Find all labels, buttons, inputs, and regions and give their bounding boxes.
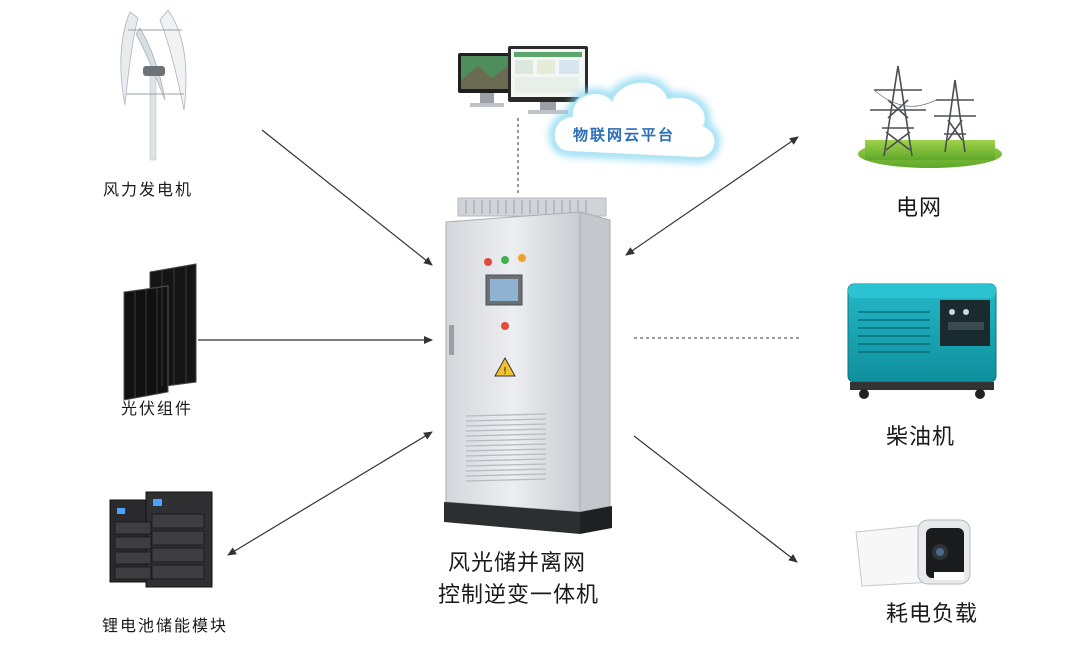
- arrow-battery-center: [227, 431, 433, 556]
- wind-turbine-icon: [120, 9, 187, 161]
- camera-load-icon: [855, 519, 971, 587]
- diesel-generator-icon: [847, 283, 997, 399]
- arrow-center-to-load: [633, 435, 798, 563]
- solar-panel-icon: [123, 263, 197, 401]
- inverter-title-line1: 风光储并离网: [448, 551, 587, 576]
- monitor-screens-icon: [458, 46, 588, 114]
- wind-turbine-label: 风力发电机: [103, 180, 194, 199]
- diesel-generator-label: 柴油机: [886, 425, 956, 450]
- power-tower-icon: [858, 65, 1002, 168]
- connection-lines: [198, 118, 800, 563]
- arrow-grid-center: [625, 136, 799, 256]
- inverter-title: 风光储并离网 控制逆变一体机: [438, 548, 628, 612]
- inverter-cabinet-icon: !: [444, 197, 612, 534]
- load-label: 耗电负载: [886, 602, 979, 627]
- solar-panel-label: 光伏组件: [121, 399, 194, 418]
- svg-text:!: !: [503, 366, 507, 377]
- cloud-icon: [549, 77, 720, 163]
- arrow-wind-to-center: [261, 129, 433, 266]
- cloud-platform-label: 物联网云平台: [573, 126, 676, 144]
- battery-label: 锂电池储能模块: [102, 616, 229, 635]
- battery-cabinet-icon: [109, 491, 213, 588]
- grid-label: 电网: [896, 196, 943, 221]
- inverter-title-line2: 控制逆变一体机: [438, 583, 600, 608]
